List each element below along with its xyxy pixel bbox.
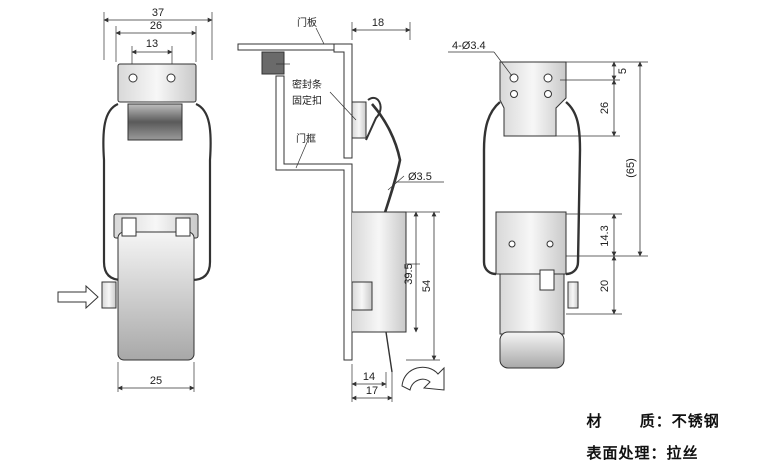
dim-v3: (65) <box>625 158 637 178</box>
dim-v4: 14.3 <box>599 225 611 246</box>
rotation-arrow <box>401 366 445 391</box>
rear-view <box>448 51 648 369</box>
finish-row: 表面处理：拉丝 <box>574 424 698 463</box>
dim-height-a: 39.5 <box>403 263 415 284</box>
dim-v1: 5 <box>617 68 629 74</box>
finish-value: 拉丝 <box>666 444 699 462</box>
label-seal-strip: 密封条 <box>292 78 322 91</box>
material-value: 不锈钢 <box>671 412 720 430</box>
label-door-panel: 门板 <box>297 16 317 29</box>
dim-height-b: 54 <box>421 280 433 292</box>
label-fixed-buckle: 固定扣 <box>292 94 322 107</box>
dim-bottom-width: 25 <box>150 375 162 387</box>
dim-mid-width: 26 <box>150 20 162 32</box>
dim-hole-spacing: 13 <box>146 38 158 50</box>
side-view <box>237 22 444 402</box>
dim-holes: 4-Ø3.4 <box>452 40 486 52</box>
push-arrow <box>57 284 99 310</box>
dim-overall-width: 37 <box>152 7 164 19</box>
dim-v2: 26 <box>599 102 611 114</box>
front-view <box>101 12 213 392</box>
finish-label: 表面处理： <box>586 444 667 462</box>
material-row: 材 质：不锈钢 <box>574 392 720 431</box>
dim-offset: 18 <box>372 17 384 29</box>
dim-wire-dia: Ø3.5 <box>408 171 432 183</box>
dim-v5: 20 <box>599 280 611 292</box>
dim-depth-a: 14 <box>363 371 375 383</box>
dim-depth-b: 17 <box>366 385 378 397</box>
label-door-frame: 门框 <box>296 132 316 145</box>
material-label: 材 质： <box>586 412 672 430</box>
